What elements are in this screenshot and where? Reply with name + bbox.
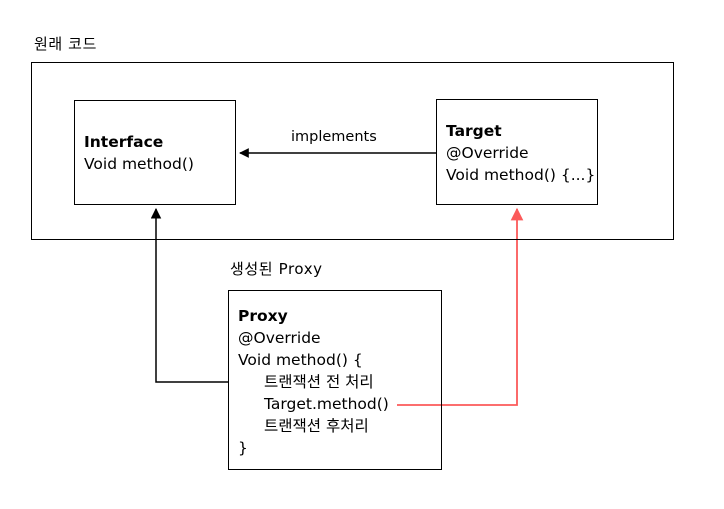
- interface-node-method: Void method(): [84, 155, 194, 173]
- target-node-title: Target: [446, 122, 502, 140]
- proxy-node-before-tx: 트랜잭션 전 처리: [264, 373, 374, 391]
- proxy-node-after-tx: 트랜잭션 후처리: [264, 417, 369, 435]
- target-node[interactable]: [436, 99, 598, 205]
- proxy-node-method-close: }: [238, 439, 248, 457]
- interface-node[interactable]: [74, 100, 236, 205]
- proxy-to-interface-arrow: [150, 207, 228, 383]
- proxy-to-target-call-arrow: [397, 207, 524, 406]
- generated-proxy-title: 생성된 Proxy: [230, 260, 323, 278]
- target-node-method: Void method() {...}: [446, 166, 596, 184]
- implements-label: implements: [291, 129, 377, 145]
- proxy-node-method-open: Void method() {: [238, 351, 363, 369]
- proxy-node-title: Proxy: [238, 307, 288, 325]
- interface-node-title: Interface: [84, 133, 164, 151]
- proxy-node[interactable]: [228, 290, 442, 470]
- original-code-container: [31, 62, 674, 240]
- original-code-title: 원래 코드: [34, 35, 97, 53]
- proxy-node-target-call: Target.method(): [264, 395, 389, 413]
- target-node-override: @Override: [446, 144, 529, 162]
- proxy-node-override: @Override: [238, 329, 321, 347]
